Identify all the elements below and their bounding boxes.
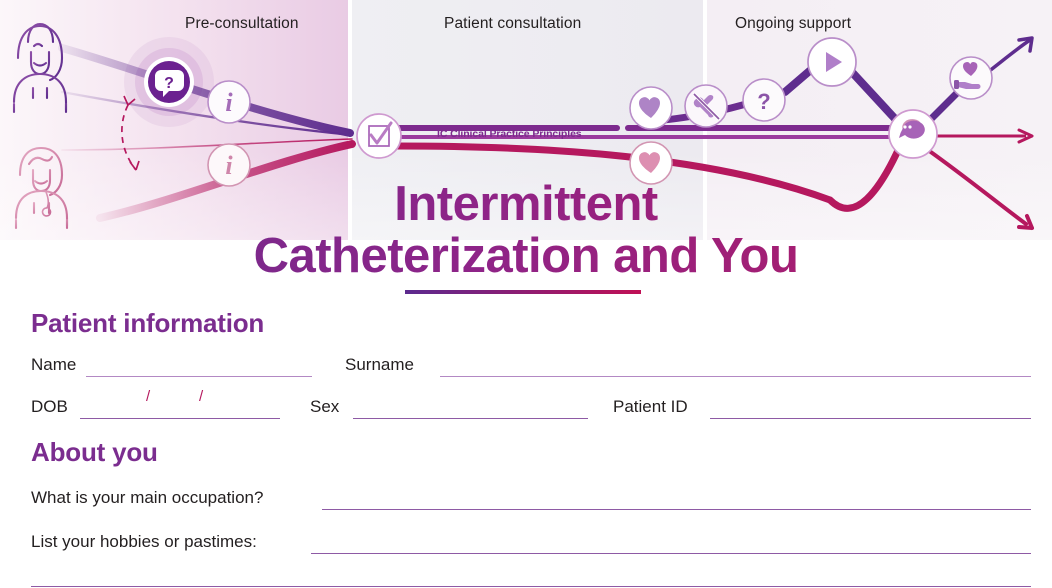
input-hobbies[interactable] <box>311 553 1031 554</box>
label-occupation: What is your main occupation? <box>31 488 264 507</box>
svg-text:i: i <box>225 88 233 117</box>
svg-text:i: i <box>225 151 233 180</box>
pathway-illustration: ? i i <box>0 0 1052 290</box>
input-patient-id[interactable] <box>710 418 1031 419</box>
pathway-principles-label: IC Clinical Practice Principles <box>437 128 582 140</box>
phase-label-pre-consultation: Pre-consultation <box>185 15 299 32</box>
label-name: Name <box>31 355 77 374</box>
phase-label-patient-consultation: Patient consultation <box>444 15 582 32</box>
info-icon-clinician: i <box>207 143 251 187</box>
chat-bubbles-icon <box>888 109 938 159</box>
label-dob: DOB <box>31 397 68 416</box>
phase-label-ongoing-support: Ongoing support <box>735 15 852 32</box>
heart-icon-lower <box>629 141 673 185</box>
hand-heart-icon <box>949 56 993 100</box>
no-tools-icon <box>684 84 728 128</box>
clinician-avatar <box>14 146 69 230</box>
dob-separator-2: / <box>199 388 204 405</box>
svg-text:?: ? <box>757 89 770 114</box>
label-hobbies: List your hobbies or pastimes: <box>31 532 257 551</box>
question-bubble-icon: ? <box>144 57 194 107</box>
pathway-banner: ? i i <box>0 0 1052 290</box>
section-heading-about-you: About you <box>31 437 158 467</box>
label-sex: Sex <box>310 397 340 416</box>
input-dob[interactable] <box>80 418 280 419</box>
input-occupation[interactable] <box>322 509 1031 510</box>
label-patient-id: Patient ID <box>613 397 688 416</box>
section-heading-patient-information: Patient information <box>31 308 265 338</box>
input-hobbies-continued[interactable] <box>31 586 1031 587</box>
question-mark-icon: ? <box>742 78 786 122</box>
input-sex[interactable] <box>353 418 588 419</box>
page-title-line-2: Catheterization and You <box>0 230 1052 282</box>
dob-separator-1: / <box>146 388 151 405</box>
title-divider <box>405 290 641 294</box>
label-surname: Surname <box>345 355 414 374</box>
input-name[interactable] <box>86 376 312 377</box>
input-surname[interactable] <box>440 376 1031 377</box>
page-title-line-1: Intermittent <box>0 178 1052 230</box>
dashed-link <box>121 104 137 171</box>
svg-text:?: ? <box>164 75 174 92</box>
info-icon-patient: i <box>207 80 251 124</box>
play-video-icon <box>807 37 857 87</box>
heart-icon-upper <box>629 86 673 130</box>
checklist-icon <box>356 113 402 159</box>
patient-form: Patient information Name Surname DOB / /… <box>0 300 1052 588</box>
page-title: Intermittent Catheterization and You <box>0 178 1052 282</box>
